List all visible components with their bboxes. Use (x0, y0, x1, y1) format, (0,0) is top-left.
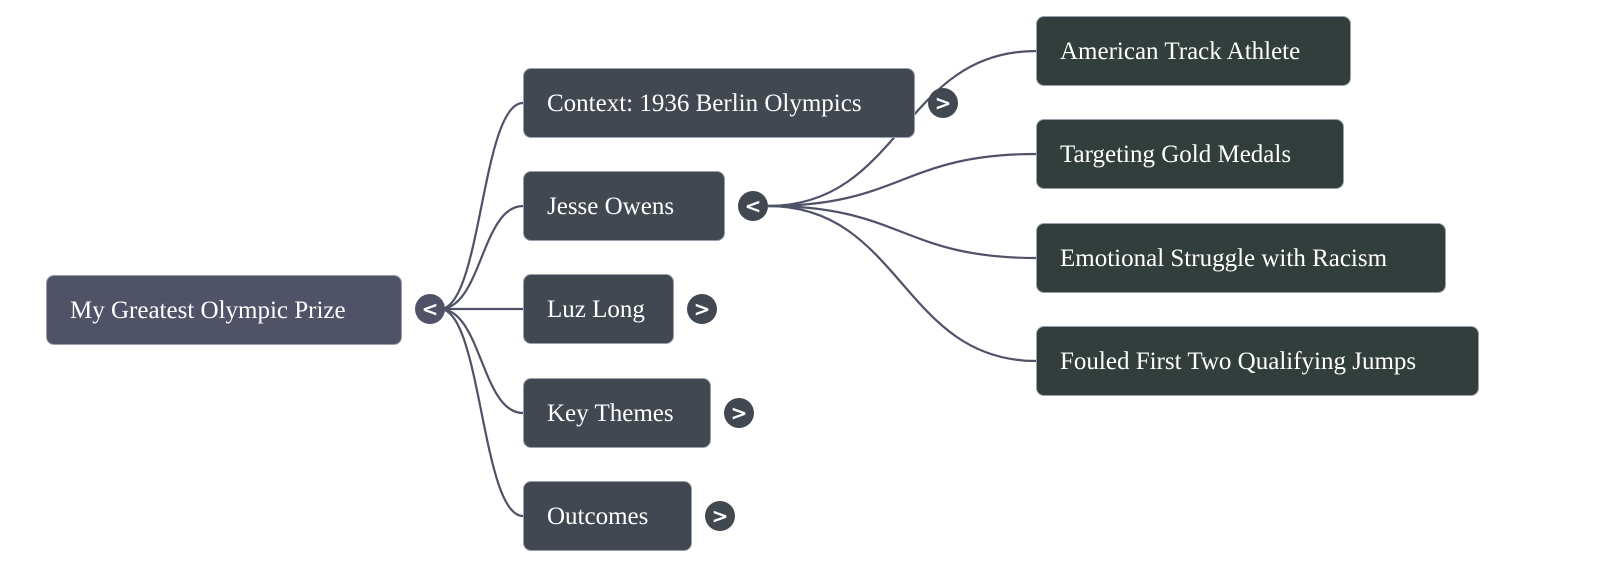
expand-chevron-icon: > (693, 297, 711, 321)
branch-label: Outcomes (547, 503, 649, 530)
branch-luz-long-expand-toggle[interactable]: > (687, 294, 717, 324)
leaf-node-fouled-jumps[interactable]: Fouled First Two Qualifying Jumps (1036, 326, 1479, 396)
edge-root-to-branch-3 (439, 307, 524, 415)
edge-root-to-branch-0 (439, 101, 524, 311)
expand-chevron-icon: > (934, 91, 952, 115)
branch-node-context[interactable]: Context: 1936 Berlin Olympics (523, 68, 915, 138)
branch-context-expand-toggle[interactable]: > (928, 88, 958, 118)
expand-chevron-icon: > (730, 401, 748, 425)
branch-label: Luz Long (547, 296, 645, 323)
edge-root-to-branch-4 (439, 307, 524, 518)
expand-chevron-icon: > (711, 504, 729, 528)
root-node[interactable]: My Greatest Olympic Prize (46, 275, 402, 345)
edge-jesse-to-leaf-1 (767, 152, 1037, 208)
branch-key-themes-expand-toggle[interactable]: > (724, 398, 754, 428)
branch-outcomes-expand-toggle[interactable]: > (705, 501, 735, 531)
branch-label: Jesse Owens (547, 193, 675, 220)
leaf-label: American Track Athlete (1060, 38, 1301, 65)
leaf-label: Targeting Gold Medals (1060, 141, 1292, 168)
root-collapse-toggle[interactable]: < (415, 294, 445, 324)
branch-node-outcomes[interactable]: Outcomes (523, 481, 692, 551)
leaf-label: Emotional Struggle with Racism (1060, 245, 1388, 272)
branch-jesse-owens-collapse-toggle[interactable]: < (738, 191, 768, 221)
edge-jesse-to-leaf-2 (767, 204, 1037, 260)
collapse-chevron-icon: < (421, 297, 439, 321)
branch-node-key-themes[interactable]: Key Themes (523, 378, 711, 448)
collapse-chevron-icon: < (744, 194, 762, 218)
leaf-node-emotional-struggle[interactable]: Emotional Struggle with Racism (1036, 223, 1446, 293)
leaf-node-american-track-athlete[interactable]: American Track Athlete (1036, 16, 1351, 86)
branch-node-luz-long[interactable]: Luz Long (523, 274, 674, 344)
edge-root-to-branch-1 (439, 204, 524, 311)
edge-jesse-to-leaf-3 (767, 204, 1037, 363)
branch-label: Key Themes (547, 400, 674, 427)
root-label: My Greatest Olympic Prize (70, 297, 346, 324)
leaf-node-targeting-gold-medals[interactable]: Targeting Gold Medals (1036, 119, 1344, 189)
leaf-label: Fouled First Two Qualifying Jumps (1060, 348, 1417, 375)
branch-label: Context: 1936 Berlin Olympics (547, 90, 862, 117)
branch-node-jesse-owens[interactable]: Jesse Owens (523, 171, 725, 241)
